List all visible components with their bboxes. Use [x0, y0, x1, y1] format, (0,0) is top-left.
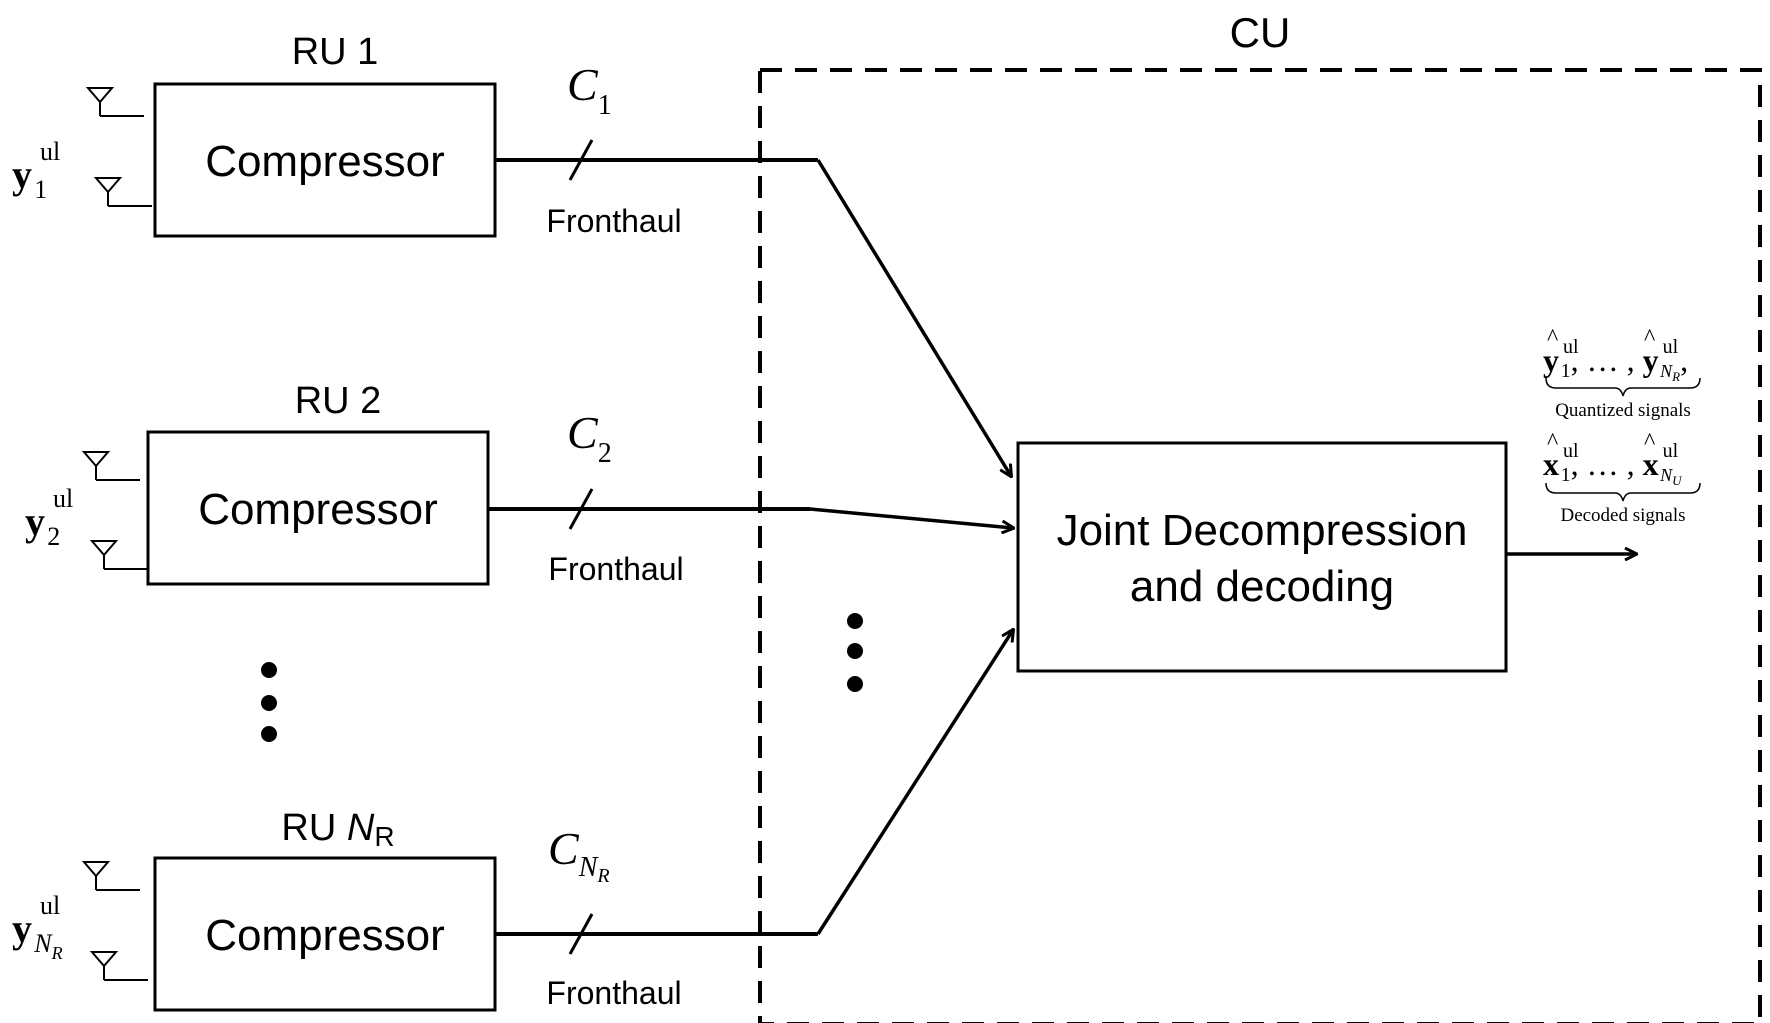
ru-n-fronthaul-label: Fronthaul — [546, 975, 681, 1011]
ru-2-title: RU 2 — [295, 380, 382, 422]
quantized-brace — [1545, 377, 1701, 397]
ru-1-title: RU 1 — [292, 31, 379, 73]
ru-1-antenna-bottom-icon — [95, 177, 153, 207]
ru-2-antenna-top-icon — [83, 451, 141, 481]
ru-2-compressor-block — [146, 430, 490, 586]
cu-ellipsis — [847, 613, 863, 692]
ru-n-to-processor-arrow — [816, 630, 1013, 935]
joint-processor-label-line1: Joint Decompression — [1057, 506, 1468, 555]
joint-processor-label-line2: and decoding — [1130, 562, 1394, 611]
ru-1-fronthaul-capacity-mark — [568, 139, 594, 181]
ru-n-antenna-top-icon — [83, 861, 141, 891]
cu-region — [758, 68, 1762, 1023]
ru-n-antenna-bottom-icon — [91, 951, 149, 981]
decoded-brace-label: Decoded signals — [1560, 505, 1685, 526]
ru-1-fronthaul-label: Fronthaul — [546, 203, 681, 239]
ru-n-fronthaul-capacity-mark — [568, 913, 594, 955]
decoded-brace — [1545, 482, 1701, 502]
ru-2-compressor-label: Compressor — [198, 485, 438, 534]
ru-2-capacity-label: C2 — [567, 407, 612, 469]
decoded-hat-x1: ^ — [1547, 429, 1558, 455]
cu-label: CU — [1230, 9, 1291, 56]
ru-n-compressor-block — [153, 856, 497, 1012]
quantized-brace-label: Quantized signals — [1555, 400, 1691, 421]
ru-1-to-processor-arrow — [816, 159, 1011, 476]
ru-n-compressor-label: Compressor — [205, 911, 445, 960]
ru-1-antenna-top-icon — [87, 87, 145, 117]
ru-2-fronthaul-label: Fronthaul — [548, 551, 683, 587]
quantized-hat-y1: ^ — [1547, 325, 1558, 351]
decoded-hat-xn: ^ — [1644, 429, 1655, 455]
ru-n-capacity-label: CNR — [548, 823, 610, 887]
ru-2-antenna-bottom-icon — [91, 540, 149, 570]
ru-n-title: RU NR — [281, 807, 394, 852]
ru-2-to-processor-arrow — [809, 507, 1013, 528]
ru-2-fronthaul-capacity-mark — [568, 488, 594, 530]
ru-1-compressor-label: Compressor — [205, 137, 445, 186]
quantized-hat-yn: ^ — [1644, 325, 1655, 351]
joint-processor-block — [1016, 441, 1508, 673]
ru-ellipsis — [261, 662, 277, 742]
ru-1-capacity-label: C1 — [567, 59, 612, 121]
